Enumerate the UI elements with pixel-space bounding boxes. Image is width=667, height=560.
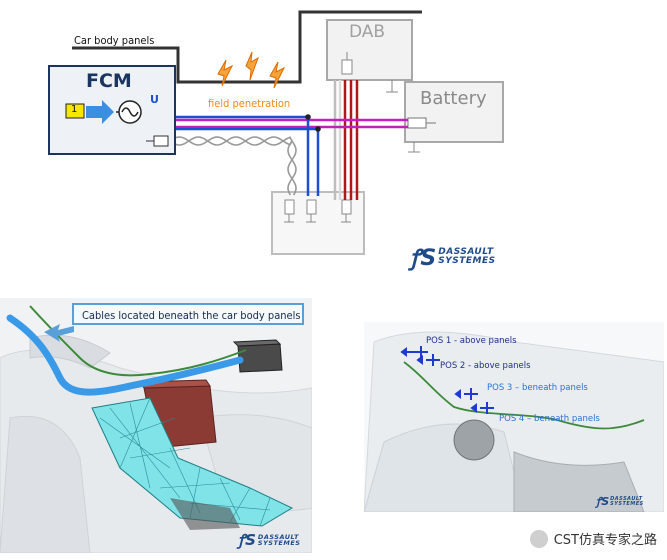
battery-box xyxy=(404,81,504,143)
blue-cable-3d xyxy=(6,314,244,396)
dab-label: DAB xyxy=(349,22,386,42)
twisted-pair-cable xyxy=(169,136,297,196)
pos-3-label: POS 3 – beneath panels xyxy=(487,383,588,393)
brand-line1: DASSAULT xyxy=(438,247,494,257)
dassault-logo-top: ꝭS DASSAULT SYSTEMES xyxy=(410,242,496,272)
wechat-icon xyxy=(529,529,548,548)
battery-label: Battery xyxy=(420,88,487,109)
port-number: 1 xyxy=(71,104,78,115)
brand-line2-bottom: SYSTEMES xyxy=(257,539,301,547)
ds-mark-icon-bottom: ꝭS xyxy=(238,531,256,549)
wheel-shape xyxy=(453,419,495,461)
fcm-label: FCM xyxy=(86,70,132,92)
connector-block-3d xyxy=(237,343,283,373)
dab-cables xyxy=(333,80,359,200)
source-arrow xyxy=(86,100,114,124)
dassault-logo-bottom: ꝭS DASSAULT SYSTEMES xyxy=(238,530,300,550)
car-body-panel-line xyxy=(72,10,422,84)
magenta-cables xyxy=(146,118,408,129)
cable-routing-3d-view xyxy=(0,298,312,553)
cables-callout: Cables located beneath the car body pane… xyxy=(72,303,304,325)
field-penetration-label: field penetration xyxy=(208,97,291,110)
ds-mark-icon-right: ꝭS xyxy=(596,495,610,508)
mesh-lines xyxy=(99,397,271,527)
brand-line1-right: DASSAULT xyxy=(610,495,643,502)
pos-2-label: POS 2 - above panels xyxy=(440,361,531,371)
brand-line1-bottom: DASSAULT xyxy=(257,532,299,541)
field-penetration-bolts xyxy=(217,51,286,89)
dassault-logo-right: ꝭS DASSAULT SYSTEMES xyxy=(596,494,644,509)
pos-4-label: POS 4 – beneath panels xyxy=(499,414,600,424)
source-symbol-label: U xyxy=(150,93,159,106)
port-box xyxy=(65,103,85,119)
ds-mark-icon: ꝭS xyxy=(410,246,437,271)
position-markers xyxy=(400,346,494,414)
wiring-schematic xyxy=(48,10,504,255)
watermark-text: CST仿真专家之路 xyxy=(553,533,657,548)
dab-box xyxy=(326,19,413,81)
brand-line2: SYSTEMES xyxy=(438,256,496,266)
brand-line2-right: SYSTEMES xyxy=(610,500,644,507)
car-body-panels-label: Car body panels xyxy=(74,34,155,47)
green-cable-right xyxy=(403,361,645,430)
pos-1-label: POS 1 - above panels xyxy=(426,336,517,346)
antenna-positions-view xyxy=(364,322,664,512)
watermark: CST仿真专家之路 xyxy=(529,529,657,548)
